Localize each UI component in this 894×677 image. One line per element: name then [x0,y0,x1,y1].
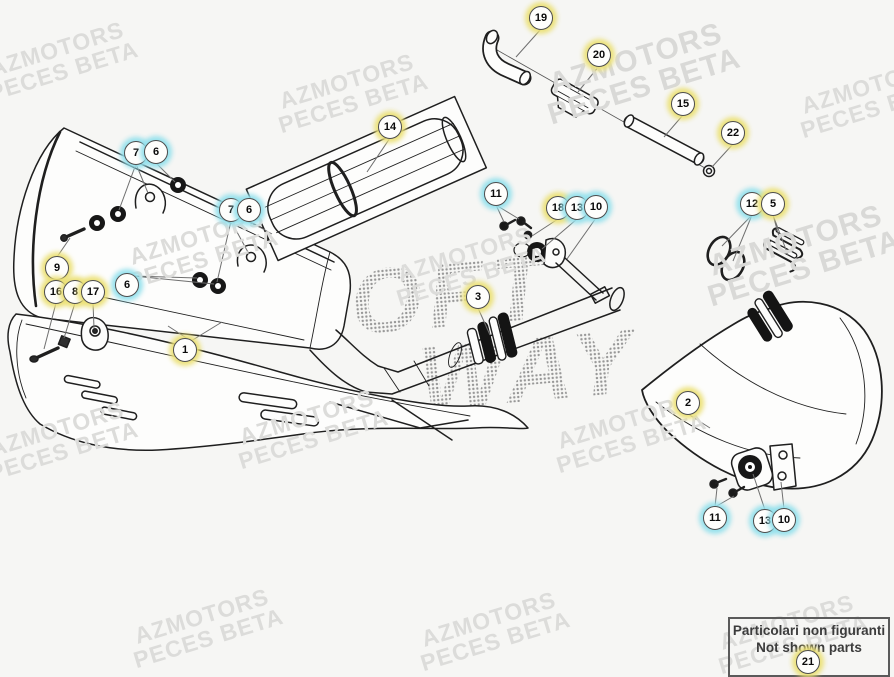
callout-1[interactable]: 1 [173,338,197,362]
callout-20[interactable]: 20 [587,43,611,67]
callout-19[interactable]: 19 [529,6,553,30]
not-shown-parts-box: Particolari non figuranti Not shown part… [728,617,890,677]
callout-10[interactable]: 10 [584,195,608,219]
callout-11[interactable]: 11 [484,182,508,206]
callout-15[interactable]: 15 [671,92,695,116]
not-shown-parts-line2: Not shown parts [756,639,862,655]
expansion-chamber-part [641,290,883,491]
packing-kit-part [245,95,488,262]
callout-3[interactable]: 3 [466,285,490,309]
orings-and-springs [706,227,805,282]
callout-17[interactable]: 17 [81,280,105,304]
leader-lines [43,28,789,511]
callout-6[interactable]: 6 [144,140,168,164]
callout-10[interactable]: 10 [772,508,796,532]
lower-hanger-hardware [709,447,774,498]
callout-9[interactable]: 9 [45,256,69,280]
mid-pipe-part [309,286,625,395]
valve-group-part [482,29,716,178]
callout-22[interactable]: 22 [721,121,745,145]
callout-11[interactable]: 11 [703,506,727,530]
heat-shield-part [7,313,529,452]
upper-hanger-hardware [499,216,611,304]
callout-6[interactable]: 6 [237,198,261,222]
not-shown-parts-line1: Particolari non figuranti [732,623,886,638]
callout-5[interactable]: 5 [761,192,785,216]
callout-14[interactable]: 14 [378,115,402,139]
callout-6[interactable]: 6 [115,273,139,297]
callout-2[interactable]: 2 [676,391,700,415]
callout-12[interactable]: 12 [740,192,764,216]
callout-21[interactable]: 21 [796,650,820,674]
